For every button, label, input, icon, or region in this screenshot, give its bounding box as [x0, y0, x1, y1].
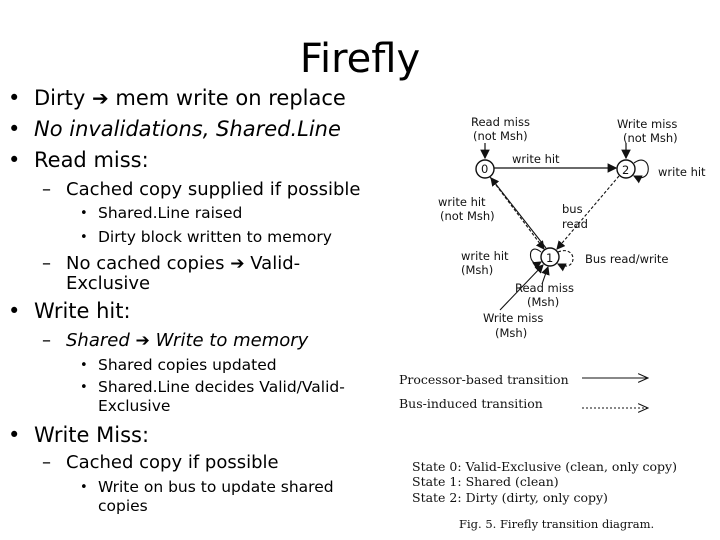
- bullet-dash: –: [42, 452, 51, 473]
- sub-bullet-shared-write: Shared ➔ Write to memory: [66, 330, 309, 351]
- state-2-label: 2: [622, 163, 629, 177]
- sub-sub-bullet-sharedline-decides: Shared.Line decides Valid/Valid-: [98, 378, 345, 396]
- bullet-dot: •: [8, 423, 21, 447]
- bullet-dash: –: [42, 179, 51, 200]
- sub-sub-bullet-sharedline: Shared.Line raised: [98, 204, 243, 222]
- bus-rw-label: Bus read/write: [585, 252, 669, 266]
- bullet-write-hit: Write hit:: [34, 299, 131, 323]
- sub-sub-bullet-dirty-block: Dirty block written to memory: [98, 228, 332, 246]
- write-hit-left-sub-label: (not Msh): [440, 209, 495, 223]
- write-hit-loop-2: [633, 159, 649, 184]
- bullet-dot: •: [80, 358, 88, 373]
- right-arrow-icon: ➔: [92, 86, 109, 110]
- write-miss-top-sub-label: (not Msh): [623, 131, 678, 145]
- sub-sub-bullet-write-on-bus: Write on bus to update shared: [98, 478, 334, 496]
- bullet-dot: •: [8, 86, 21, 110]
- write-miss-msh-label: Write miss: [483, 311, 543, 325]
- bullet-read-miss: Read miss:: [34, 148, 149, 172]
- bus-rw-loop: [557, 250, 574, 272]
- write-miss-msh-arrow: [499, 264, 544, 311]
- sub-bullet-cached-copy-if: Cached copy if possible: [66, 452, 279, 473]
- sub-sub-bullet-write-on-bus-line2: copies: [98, 497, 148, 515]
- write-hit-right-label: write hit: [658, 165, 706, 179]
- figure-caption: Fig. 5. Firefly transition diagram.: [459, 517, 654, 531]
- read-miss-msh-label: Read miss: [515, 281, 574, 295]
- state-1-label: 1: [546, 251, 553, 265]
- state-0-circle: [475, 159, 495, 179]
- bullet-dot: •: [80, 480, 88, 495]
- write-hit-left-label: write hit: [438, 195, 486, 209]
- read-miss-top-label: Read miss: [471, 115, 530, 129]
- read-miss-top-sub-label: (not Msh): [473, 129, 528, 143]
- state-1-description: State 1: Shared (clean): [412, 474, 559, 489]
- bullet-dot: •: [80, 206, 88, 221]
- sub-sub-bullet-sharedline-decides-line2: Exclusive: [98, 397, 171, 415]
- sub-sub-bullet-shared-copies: Shared copies updated: [98, 356, 277, 374]
- write-hit-msh-sub-label: (Msh): [461, 263, 493, 277]
- bus-read-sub-label: read: [562, 217, 588, 231]
- right-arrow-icon: ➔: [230, 254, 245, 274]
- legend-processor-label: Processor-based transition: [399, 372, 569, 387]
- read-miss-msh-arrow: [541, 265, 550, 285]
- bullet-dot: •: [80, 230, 88, 245]
- right-arrow-icon: ➔: [135, 331, 150, 351]
- bullet-no-invalidations: No invalidations, Shared.Line: [34, 117, 341, 141]
- bullet-dash: –: [42, 253, 51, 274]
- state-2-description: State 2: Dirty (dirty, only copy): [412, 490, 608, 505]
- bullet-write-miss: Write Miss:: [34, 423, 150, 447]
- write-hit-1-0-arrow: [490, 177, 547, 249]
- write-hit-top-label: write hit: [512, 152, 560, 166]
- bullet-dot: •: [8, 299, 21, 323]
- bus-read-label: bus: [562, 202, 583, 216]
- sub-bullet-cached-copy: Cached copy supplied if possible: [66, 179, 361, 200]
- bullet-dirty: Dirty ➔ mem write on replace: [34, 86, 346, 110]
- bullet-dash: –: [42, 330, 51, 351]
- legend-bus-label: Bus-induced transition: [399, 396, 543, 411]
- write-hit-msh-loop: [529, 248, 542, 270]
- sub-bullet-no-cached: No cached copies ➔ Valid-: [66, 253, 301, 274]
- write-miss-top-label: Write miss: [617, 117, 677, 131]
- write-miss-msh-sub-label: (Msh): [495, 326, 527, 340]
- state-0-description: State 0: Valid-Exclusive (clean, only co…: [412, 459, 677, 474]
- bullet-dot: •: [8, 117, 21, 141]
- state-0-label: 0: [481, 162, 488, 176]
- bullet-dot: •: [8, 148, 21, 172]
- page-title: Firefly: [299, 36, 421, 82]
- state-1-circle: [540, 247, 560, 267]
- read-miss-msh-sub-label: (Msh): [527, 295, 559, 309]
- write-hit-msh-label: write hit: [461, 249, 509, 263]
- bus-read-2-1-arrow: [556, 175, 620, 250]
- bullet-dot: •: [80, 380, 88, 395]
- sub-bullet-no-cached-line2: Exclusive: [66, 273, 151, 294]
